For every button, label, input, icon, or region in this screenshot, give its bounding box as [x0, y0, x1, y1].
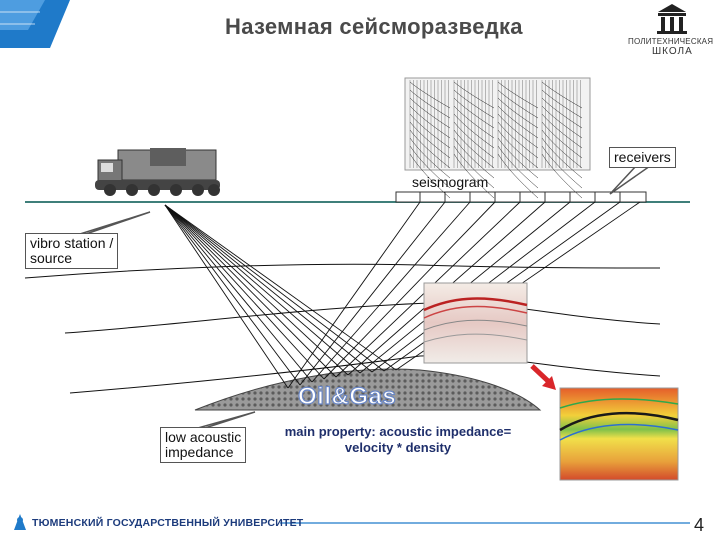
seismogram-image	[404, 77, 591, 199]
corner-decoration	[0, 0, 70, 48]
reservoir-label: Oil&Gas	[297, 382, 397, 410]
main-property-line1: main property: acoustic impedance=	[284, 424, 512, 439]
receivers-label: receivers	[614, 149, 671, 165]
main-property-line2: velocity * density	[344, 440, 452, 455]
red-arrow-icon	[530, 364, 556, 390]
impedance-label-line1: low acoustic	[165, 429, 242, 445]
page-number: 4	[694, 515, 705, 535]
subsurface-layers	[24, 263, 661, 394]
receivers-callout: receivers	[609, 147, 676, 168]
receiver-array	[395, 191, 647, 203]
seismogram-label: seismogram	[412, 174, 489, 190]
ray-paths	[164, 201, 641, 389]
impedance-label-line2: impedance	[165, 444, 234, 460]
source-callout: vibro station / source	[25, 233, 119, 269]
university-name: ТЮМЕНСКИЙ ГОСУДАРСТВЕННЫЙ УНИВЕРСИТЕТ	[32, 517, 304, 529]
source-label-line2: source	[30, 250, 73, 266]
logo-text-line1: ПОЛИТЕХНИЧЕСКАЯ	[628, 37, 714, 46]
page-title: Наземная сейсморазведка	[225, 14, 523, 39]
seismic-section-image	[423, 282, 528, 364]
source-label-line1: vibro station /	[30, 235, 114, 251]
main-property-text: main property: acoustic impedance= veloc…	[268, 424, 528, 456]
footer-bar	[14, 514, 690, 530]
impedance-section-image	[559, 387, 679, 481]
school-logo-icon	[657, 4, 687, 34]
logo-text-line2: ШКОЛА	[652, 46, 693, 57]
impedance-callout: low acoustic impedance	[160, 427, 247, 463]
reservoir-dome	[194, 368, 542, 411]
vibro-truck-icon	[95, 148, 220, 196]
